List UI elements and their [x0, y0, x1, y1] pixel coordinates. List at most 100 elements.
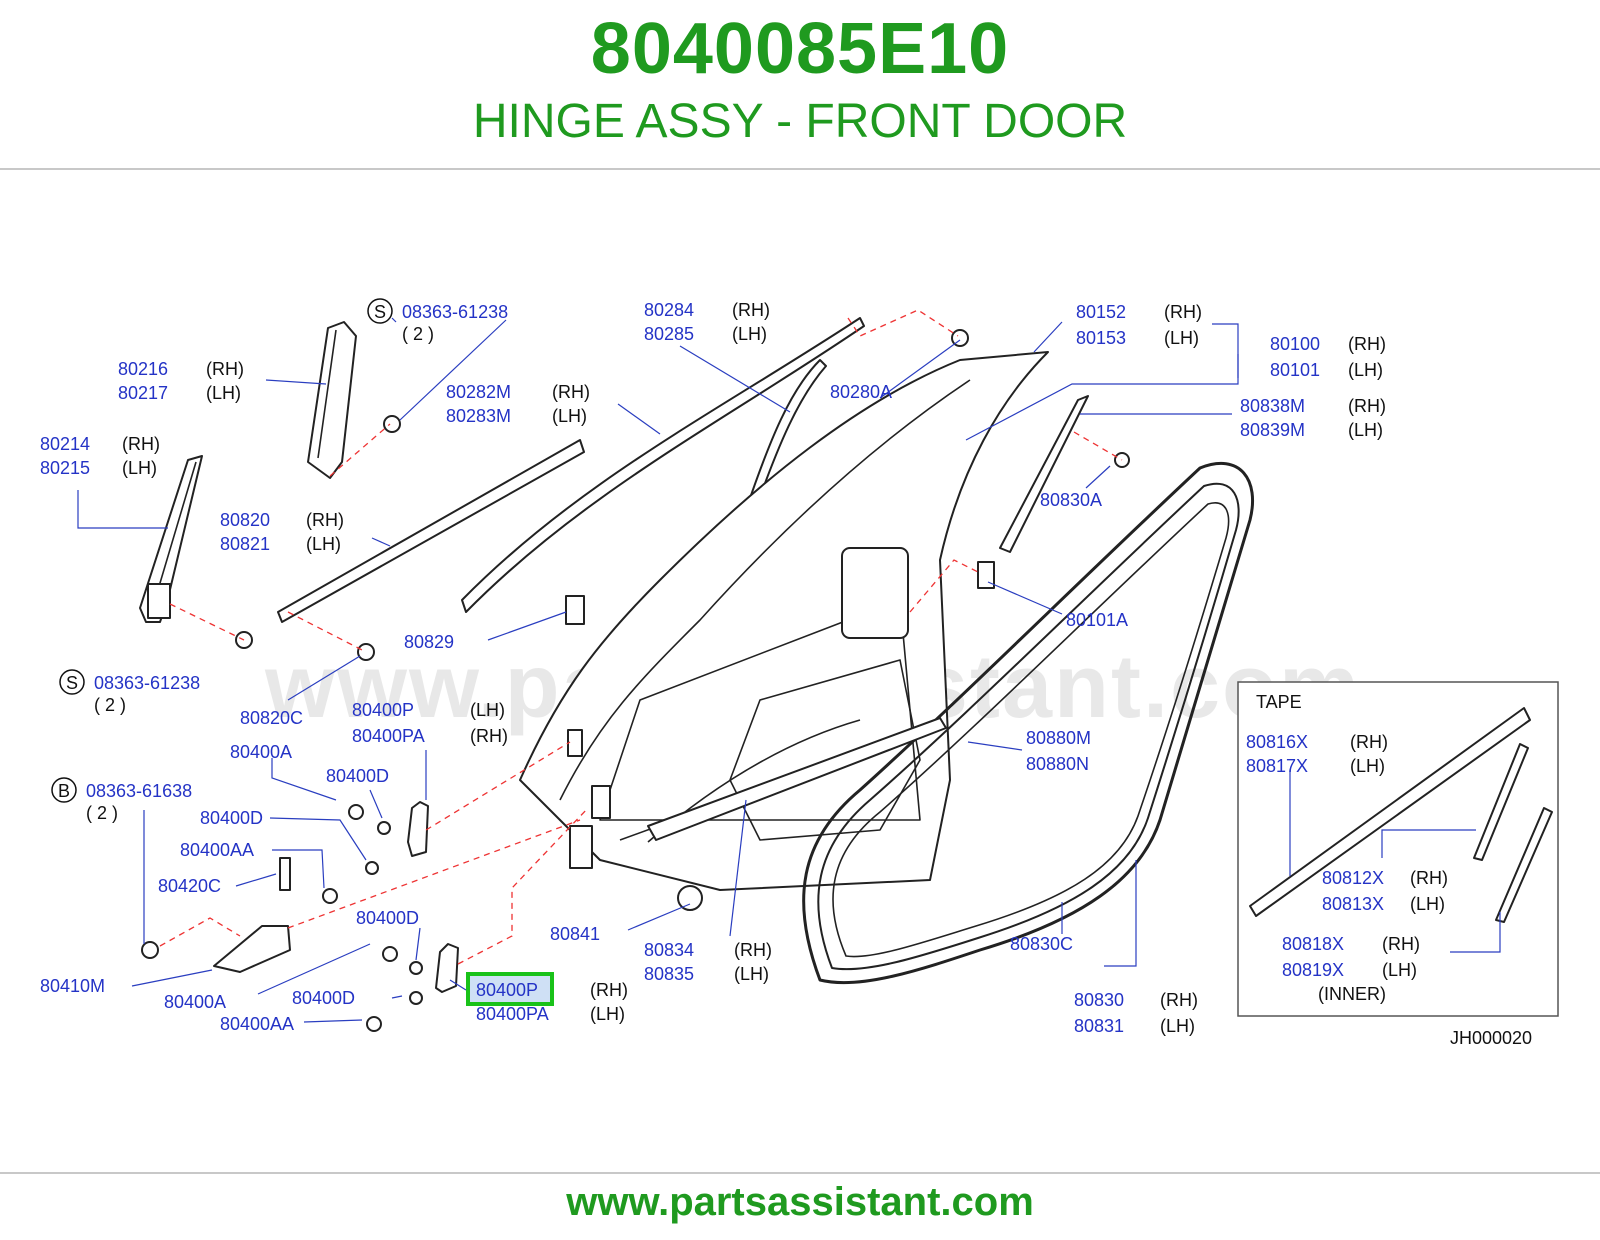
callout-text-58: 80400A	[164, 992, 226, 1012]
callout-text-57: 80410M	[40, 976, 105, 996]
callout-text-30: (LH)	[1164, 328, 1199, 348]
callout-text-46: 80820C	[240, 708, 303, 728]
callout-text-42: 80821	[220, 534, 270, 554]
footer-divider	[0, 1172, 1600, 1174]
callout-text-53: 80400D	[200, 808, 263, 828]
callout-text-13: (LH)	[206, 383, 241, 403]
callout-text-76: (LH)	[1160, 1016, 1195, 1036]
callout-text-33: 80101	[1270, 360, 1320, 380]
callout-text-73: 80830	[1074, 990, 1124, 1010]
highlighted-part-box	[466, 972, 554, 1006]
callout-text-49: 80400PA	[352, 726, 425, 746]
callout-text-27: 80152	[1076, 302, 1126, 322]
callout-text-12: 80217	[118, 383, 168, 403]
callout-text-69: (LH)	[734, 964, 769, 984]
callout-text-19: (RH)	[732, 300, 770, 320]
callout-text-66: 80834	[644, 940, 694, 960]
callout-text-1: S	[374, 302, 386, 322]
callout-text-81: 80812X	[1322, 868, 1384, 888]
callout-text-83: 80813X	[1322, 894, 1384, 914]
callout-text-60: 80400AA	[220, 1014, 294, 1034]
callout-text-2: S	[66, 673, 78, 693]
website-footer[interactable]: www.partsassistant.com	[566, 1180, 1034, 1224]
highlighted-part-label: 80400P	[476, 980, 538, 1000]
callout-text-71: 80880N	[1026, 754, 1089, 774]
callout-text-80: (LH)	[1350, 756, 1385, 776]
callout-text-79: 80817X	[1246, 756, 1308, 776]
callout-text-39: 80830A	[1040, 490, 1102, 510]
callout-text-22: 80282M	[446, 382, 511, 402]
callout-text-55: 80420C	[158, 876, 221, 896]
b-symbol	[51, 777, 77, 803]
callout-text-14: 80214	[40, 434, 90, 454]
callout-text-15: (RH)	[122, 434, 160, 454]
tape-title: TAPE	[1256, 692, 1302, 712]
callout-text-17: (LH)	[122, 458, 157, 478]
callout-text-51: 80400A	[230, 742, 292, 762]
callout-text-74: (RH)	[1160, 990, 1198, 1010]
callout-text-62: (RH)	[590, 980, 628, 1000]
callout-text-54: 80400AA	[180, 840, 254, 860]
callout-s1: 08363-61238	[402, 302, 508, 322]
callout-text-78: (RH)	[1350, 732, 1388, 752]
callout-text-45: 80829	[404, 632, 454, 652]
callout-text-85: 80818X	[1282, 934, 1344, 954]
header-divider	[0, 168, 1600, 170]
callout-text-11: (RH)	[206, 359, 244, 379]
callout-b1: 08363-61638	[86, 781, 192, 801]
callout-text-26: 80280A	[830, 382, 892, 402]
callout-text-59: 80400D	[292, 988, 355, 1008]
callout-text-56: 80400D	[356, 908, 419, 928]
callout-text-16: 80215	[40, 458, 90, 478]
callout-text-52: 80400D	[326, 766, 389, 786]
callout-text-35: 80838M	[1240, 396, 1305, 416]
drawing-id: JH000020	[1450, 1028, 1532, 1048]
callout-text-50: (RH)	[470, 726, 508, 746]
callout-text-63: 80400PA	[476, 1004, 549, 1024]
callout-text-9: ( 2 )	[86, 803, 118, 823]
callout-text-24: 80283M	[446, 406, 511, 426]
callout-text-86: (RH)	[1382, 934, 1420, 954]
callout-text-65: 80841	[550, 924, 600, 944]
callout-text-37: 80839M	[1240, 420, 1305, 440]
tape-inset: TAPE	[1237, 681, 1559, 1017]
callout-text-21: (LH)	[732, 324, 767, 344]
callout-text-34: (LH)	[1348, 360, 1383, 380]
callout-text-28: (RH)	[1164, 302, 1202, 322]
callout-text-32: (RH)	[1348, 334, 1386, 354]
callout-text-40: 80820	[220, 510, 270, 530]
callout-text-75: 80831	[1074, 1016, 1124, 1036]
callout-text-25: (LH)	[552, 406, 587, 426]
callout-text-3: B	[58, 781, 70, 801]
callout-text-38: (LH)	[1348, 420, 1383, 440]
callout-text-31: 80100	[1270, 334, 1320, 354]
callout-text-82: (RH)	[1410, 868, 1448, 888]
callout-text-72: 80830C	[1010, 934, 1073, 954]
callout-text-7: ( 2 )	[94, 695, 126, 715]
callout-text-88: (LH)	[1382, 960, 1417, 980]
callout-text-48: (LH)	[470, 700, 505, 720]
callout-text-18: 80284	[644, 300, 694, 320]
callout-text-43: (LH)	[306, 534, 341, 554]
callout-text-44: 80101A	[1066, 610, 1128, 630]
callout-text-64: (LH)	[590, 1004, 625, 1024]
callout-text-20: 80285	[644, 324, 694, 344]
callout-text-89: (INNER)	[1318, 984, 1386, 1004]
callout-text-87: 80819X	[1282, 960, 1344, 980]
callout-text-5: ( 2 )	[402, 324, 434, 344]
callout-text-68: 80835	[644, 964, 694, 984]
leader-lines	[77, 317, 1501, 1023]
callout-text-84: (LH)	[1410, 894, 1445, 914]
callout-labels: S S B 08363-61238 ( 2 ) 08363-61238 ( 2 …	[40, 298, 1532, 1048]
part-code-title: 8040085E10	[590, 9, 1010, 89]
s-symbol-2	[59, 669, 85, 695]
part-name-subtitle: HINGE ASSY - FRONT DOOR	[472, 95, 1128, 148]
callout-text-41: (RH)	[306, 510, 344, 530]
callout-text-23: (RH)	[552, 382, 590, 402]
callout-text-77: 80816X	[1246, 732, 1308, 752]
callout-text-47: 80400P	[352, 700, 414, 720]
callout-text-67: (RH)	[734, 940, 772, 960]
callout-text-10: 80216	[118, 359, 168, 379]
callout-text-70: 80880M	[1026, 728, 1091, 748]
